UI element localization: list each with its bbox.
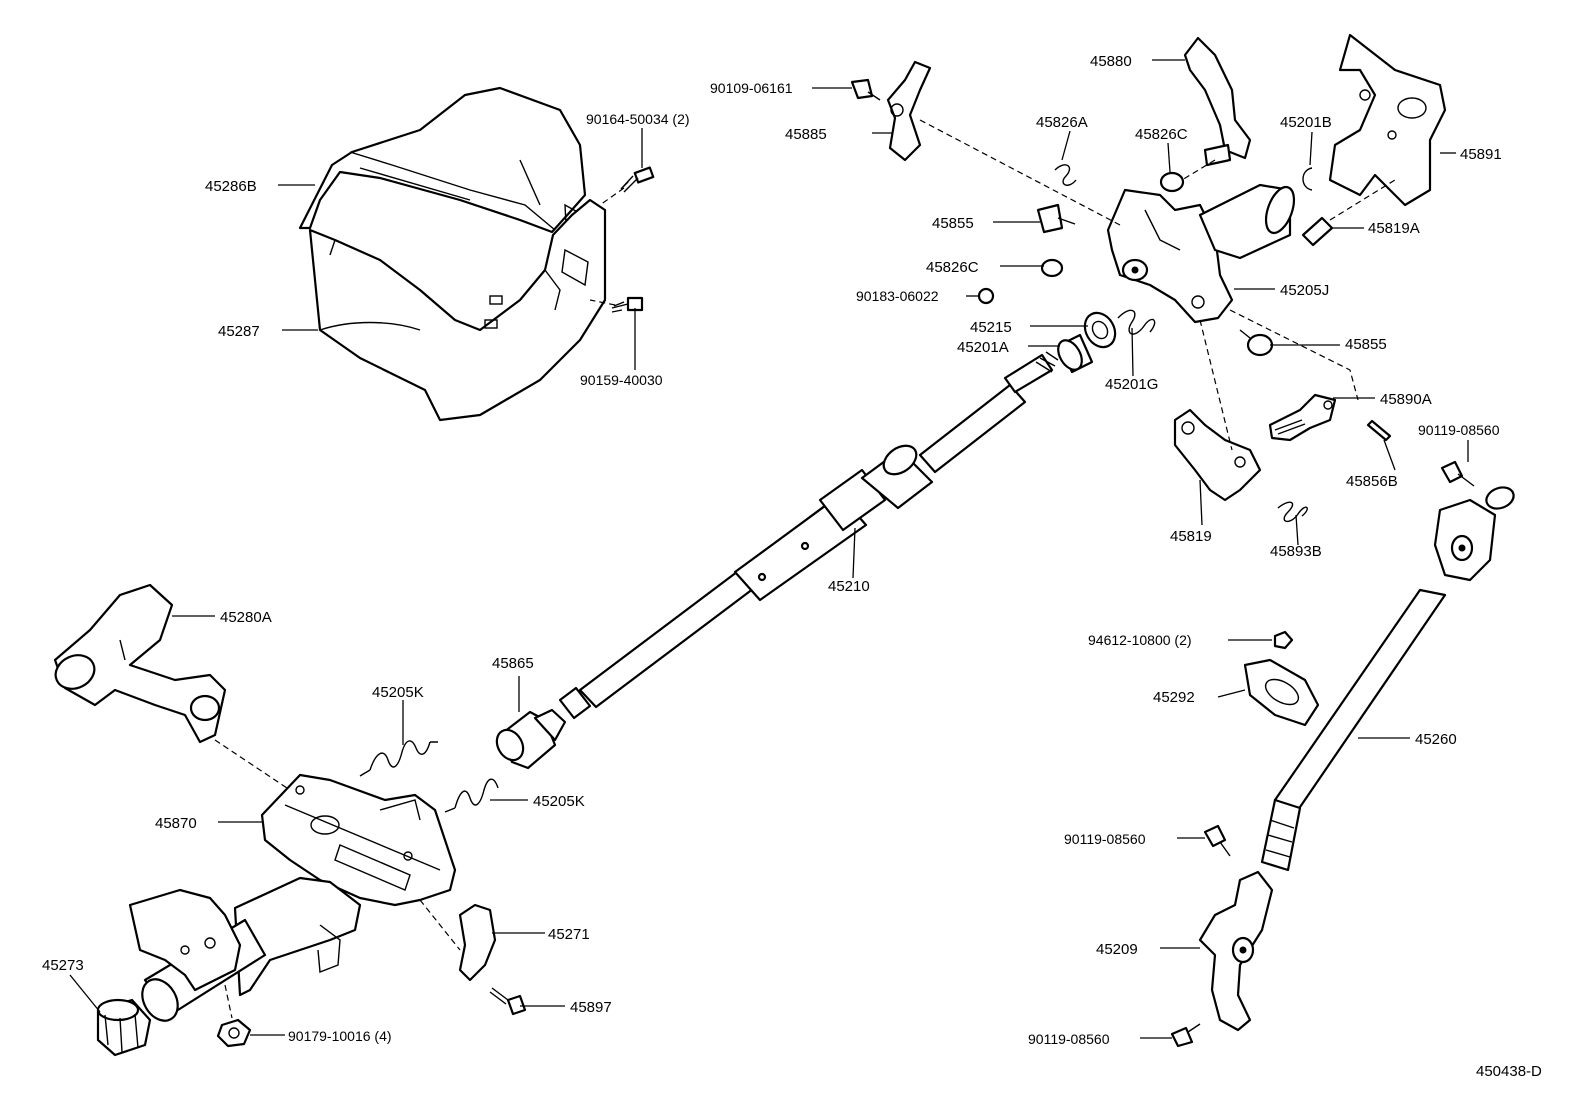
- column-upper-bracket-45205j: [1106, 183, 1296, 324]
- spring-45826a: [1054, 164, 1077, 186]
- label-45885: 45885: [785, 126, 827, 143]
- bolt-45855-right: [1239, 329, 1274, 357]
- label-45870: 45870: [155, 815, 197, 832]
- label-45819a: 45819A: [1368, 220, 1420, 237]
- cap-45826c-top: [1159, 171, 1185, 193]
- clip-45201b: [1302, 167, 1313, 191]
- column-bracket-45870: [260, 773, 457, 907]
- label-45215: 45215: [970, 319, 1012, 336]
- label-45292: 45292: [1153, 689, 1195, 706]
- nut-94612-10800: [1273, 630, 1294, 650]
- washer-90183-06022: [977, 287, 995, 305]
- label-90164-50034: 90164-50034 (2): [586, 111, 690, 127]
- column-cover-upper-45286b: [298, 86, 587, 234]
- label-45890a: 45890A: [1380, 391, 1432, 408]
- bolt-45855-left: [1036, 203, 1076, 234]
- part-labels: 45880 90109-06161 45885 45826A 45826C 45…: [42, 53, 1542, 1080]
- label-45201g: 45201G: [1105, 376, 1158, 393]
- diagram-code: 450438-D: [1476, 1063, 1542, 1080]
- label-45260: 45260: [1415, 731, 1457, 748]
- label-45205k-top: 45205K: [372, 684, 424, 701]
- bolt-90119-08560-top: [1440, 460, 1475, 487]
- column-cover-lower-45287: [308, 198, 607, 422]
- label-90119-08560-mid: 90119-08560: [1064, 831, 1146, 847]
- label-45205k-mid: 45205K: [533, 793, 585, 810]
- tilt-lever-45880: [1183, 36, 1252, 167]
- label-45880: 45880: [1090, 53, 1132, 70]
- pin-45856b: [1366, 419, 1392, 442]
- label-90119-08560-top: 90119-08560: [1418, 422, 1500, 438]
- intermediate-shaft-45260: [1260, 588, 1447, 872]
- insulator-45292: [1243, 658, 1320, 727]
- cap-45826c-mid: [1040, 258, 1064, 278]
- stay-45271: [458, 903, 497, 982]
- label-45205j: 45205J: [1280, 282, 1329, 299]
- label-90119-08560-bot: 90119-08560: [1028, 1031, 1110, 1047]
- label-45819: 45819: [1170, 528, 1212, 545]
- label-90183-06022: 90183-06022: [856, 288, 939, 304]
- bolt-90119-08560-mid: [1203, 824, 1231, 857]
- label-45201a: 45201A: [957, 339, 1009, 356]
- label-45891: 45891: [1460, 146, 1502, 163]
- label-45286b: 45286B: [205, 178, 257, 195]
- lever-45819: [1173, 408, 1262, 502]
- nut-90179-10016: [216, 1018, 252, 1048]
- label-45893b: 45893B: [1270, 543, 1322, 560]
- collar-45273: [96, 998, 152, 1057]
- label-45287: 45287: [218, 323, 260, 340]
- spring-45893b: [1277, 501, 1308, 522]
- label-94612-10800: 94612-10800 (2): [1088, 632, 1192, 648]
- label-45280a: 45280A: [220, 609, 272, 626]
- universal-joint-45209: [1198, 870, 1274, 1032]
- label-45826c-mid: 45826C: [926, 259, 979, 276]
- label-45897: 45897: [570, 999, 612, 1016]
- label-45826a: 45826A: [1036, 114, 1088, 131]
- screw-90159-40030: [611, 296, 644, 313]
- universal-joint-upper: [1433, 486, 1515, 582]
- label-45201b: 45201B: [1280, 114, 1332, 131]
- label-45865: 45865: [492, 655, 534, 672]
- screw-90164-50034: [620, 166, 655, 193]
- label-45855-right: 45855: [1345, 336, 1387, 353]
- label-45826c-top: 45826C: [1135, 126, 1188, 143]
- label-45209: 45209: [1096, 941, 1138, 958]
- lever-45885: [886, 60, 932, 162]
- bolt-90109-06161: [850, 78, 881, 101]
- column-tube-lower: [128, 876, 362, 1022]
- tilt-steering-spring-45205k-mid: [444, 778, 499, 813]
- spring-45201g: [1117, 309, 1156, 335]
- leader-lines: [69, 59, 1469, 1039]
- label-45273: 45273: [42, 957, 84, 974]
- bushing-45865: [495, 708, 567, 770]
- bolt-45897: [489, 987, 527, 1016]
- tilt-steering-spring-45205k-top: [359, 740, 438, 777]
- steering-main-shaft-45210: [558, 351, 1059, 720]
- label-90109-06161: 90109-06161: [710, 80, 793, 96]
- label-90159-40030: 90159-40030: [580, 372, 663, 388]
- bolt-90119-08560-bot: [1170, 1023, 1201, 1048]
- lock-lever-45890a: [1268, 393, 1337, 442]
- label-45271: 45271: [548, 926, 590, 943]
- column-bracket-45280a: [53, 583, 227, 744]
- bushing-45201a: [1057, 333, 1094, 374]
- label-45210: 45210: [828, 578, 870, 595]
- bearing-45215: [1083, 311, 1117, 349]
- label-45856b: 45856B: [1346, 473, 1398, 490]
- bracket-plate-45891: [1328, 33, 1447, 207]
- label-45855-left: 45855: [932, 215, 974, 232]
- label-90179-10016: 90179-10016 (4): [288, 1028, 392, 1044]
- pin-45819a: [1301, 216, 1334, 247]
